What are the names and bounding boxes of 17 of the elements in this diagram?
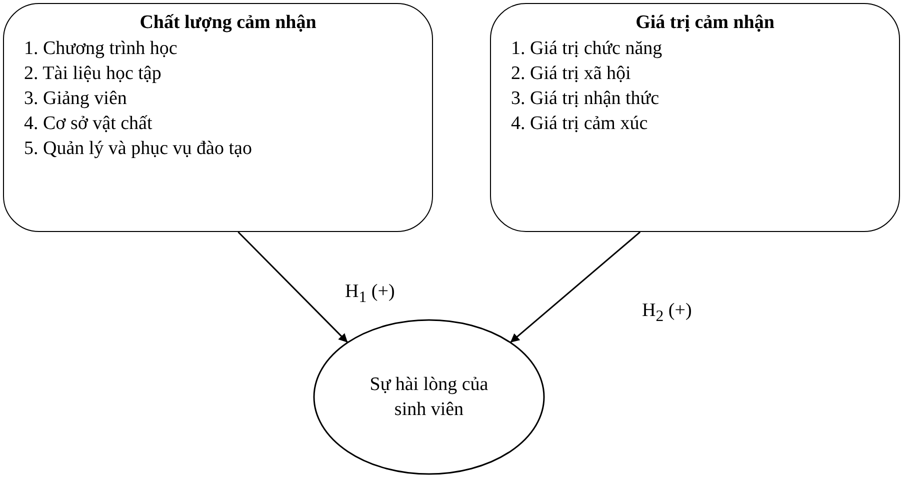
list-item: 1. Giá trị chức năng	[511, 37, 662, 61]
list-item: 2. Giá trị xã hội	[511, 62, 631, 86]
ellipse-node	[313, 319, 545, 475]
rounded-box	[490, 3, 900, 232]
list-item: 3. Giảng viên	[24, 87, 127, 111]
list-item: 5. Quản lý và phục vụ đào tạo	[24, 137, 252, 161]
box-heading: Chất lượng cảm nhận	[138, 12, 318, 34]
rounded-box	[3, 3, 433, 232]
node-text: Sự hài lòng của sinh viên	[368, 373, 490, 422]
arrow	[238, 231, 348, 344]
box-heading: Giá trị cảm nhận	[634, 12, 776, 34]
list-item: 4. Giá trị cảm xúc	[511, 112, 648, 136]
arrow	[510, 231, 641, 344]
list-item: 3. Giá trị nhận thức	[511, 87, 660, 111]
list-item: 1. Chương trình học	[24, 37, 178, 61]
list-item: 2. Tài liệu học tập	[24, 62, 162, 86]
list-item: 4. Cơ sở vật chất	[24, 112, 152, 136]
